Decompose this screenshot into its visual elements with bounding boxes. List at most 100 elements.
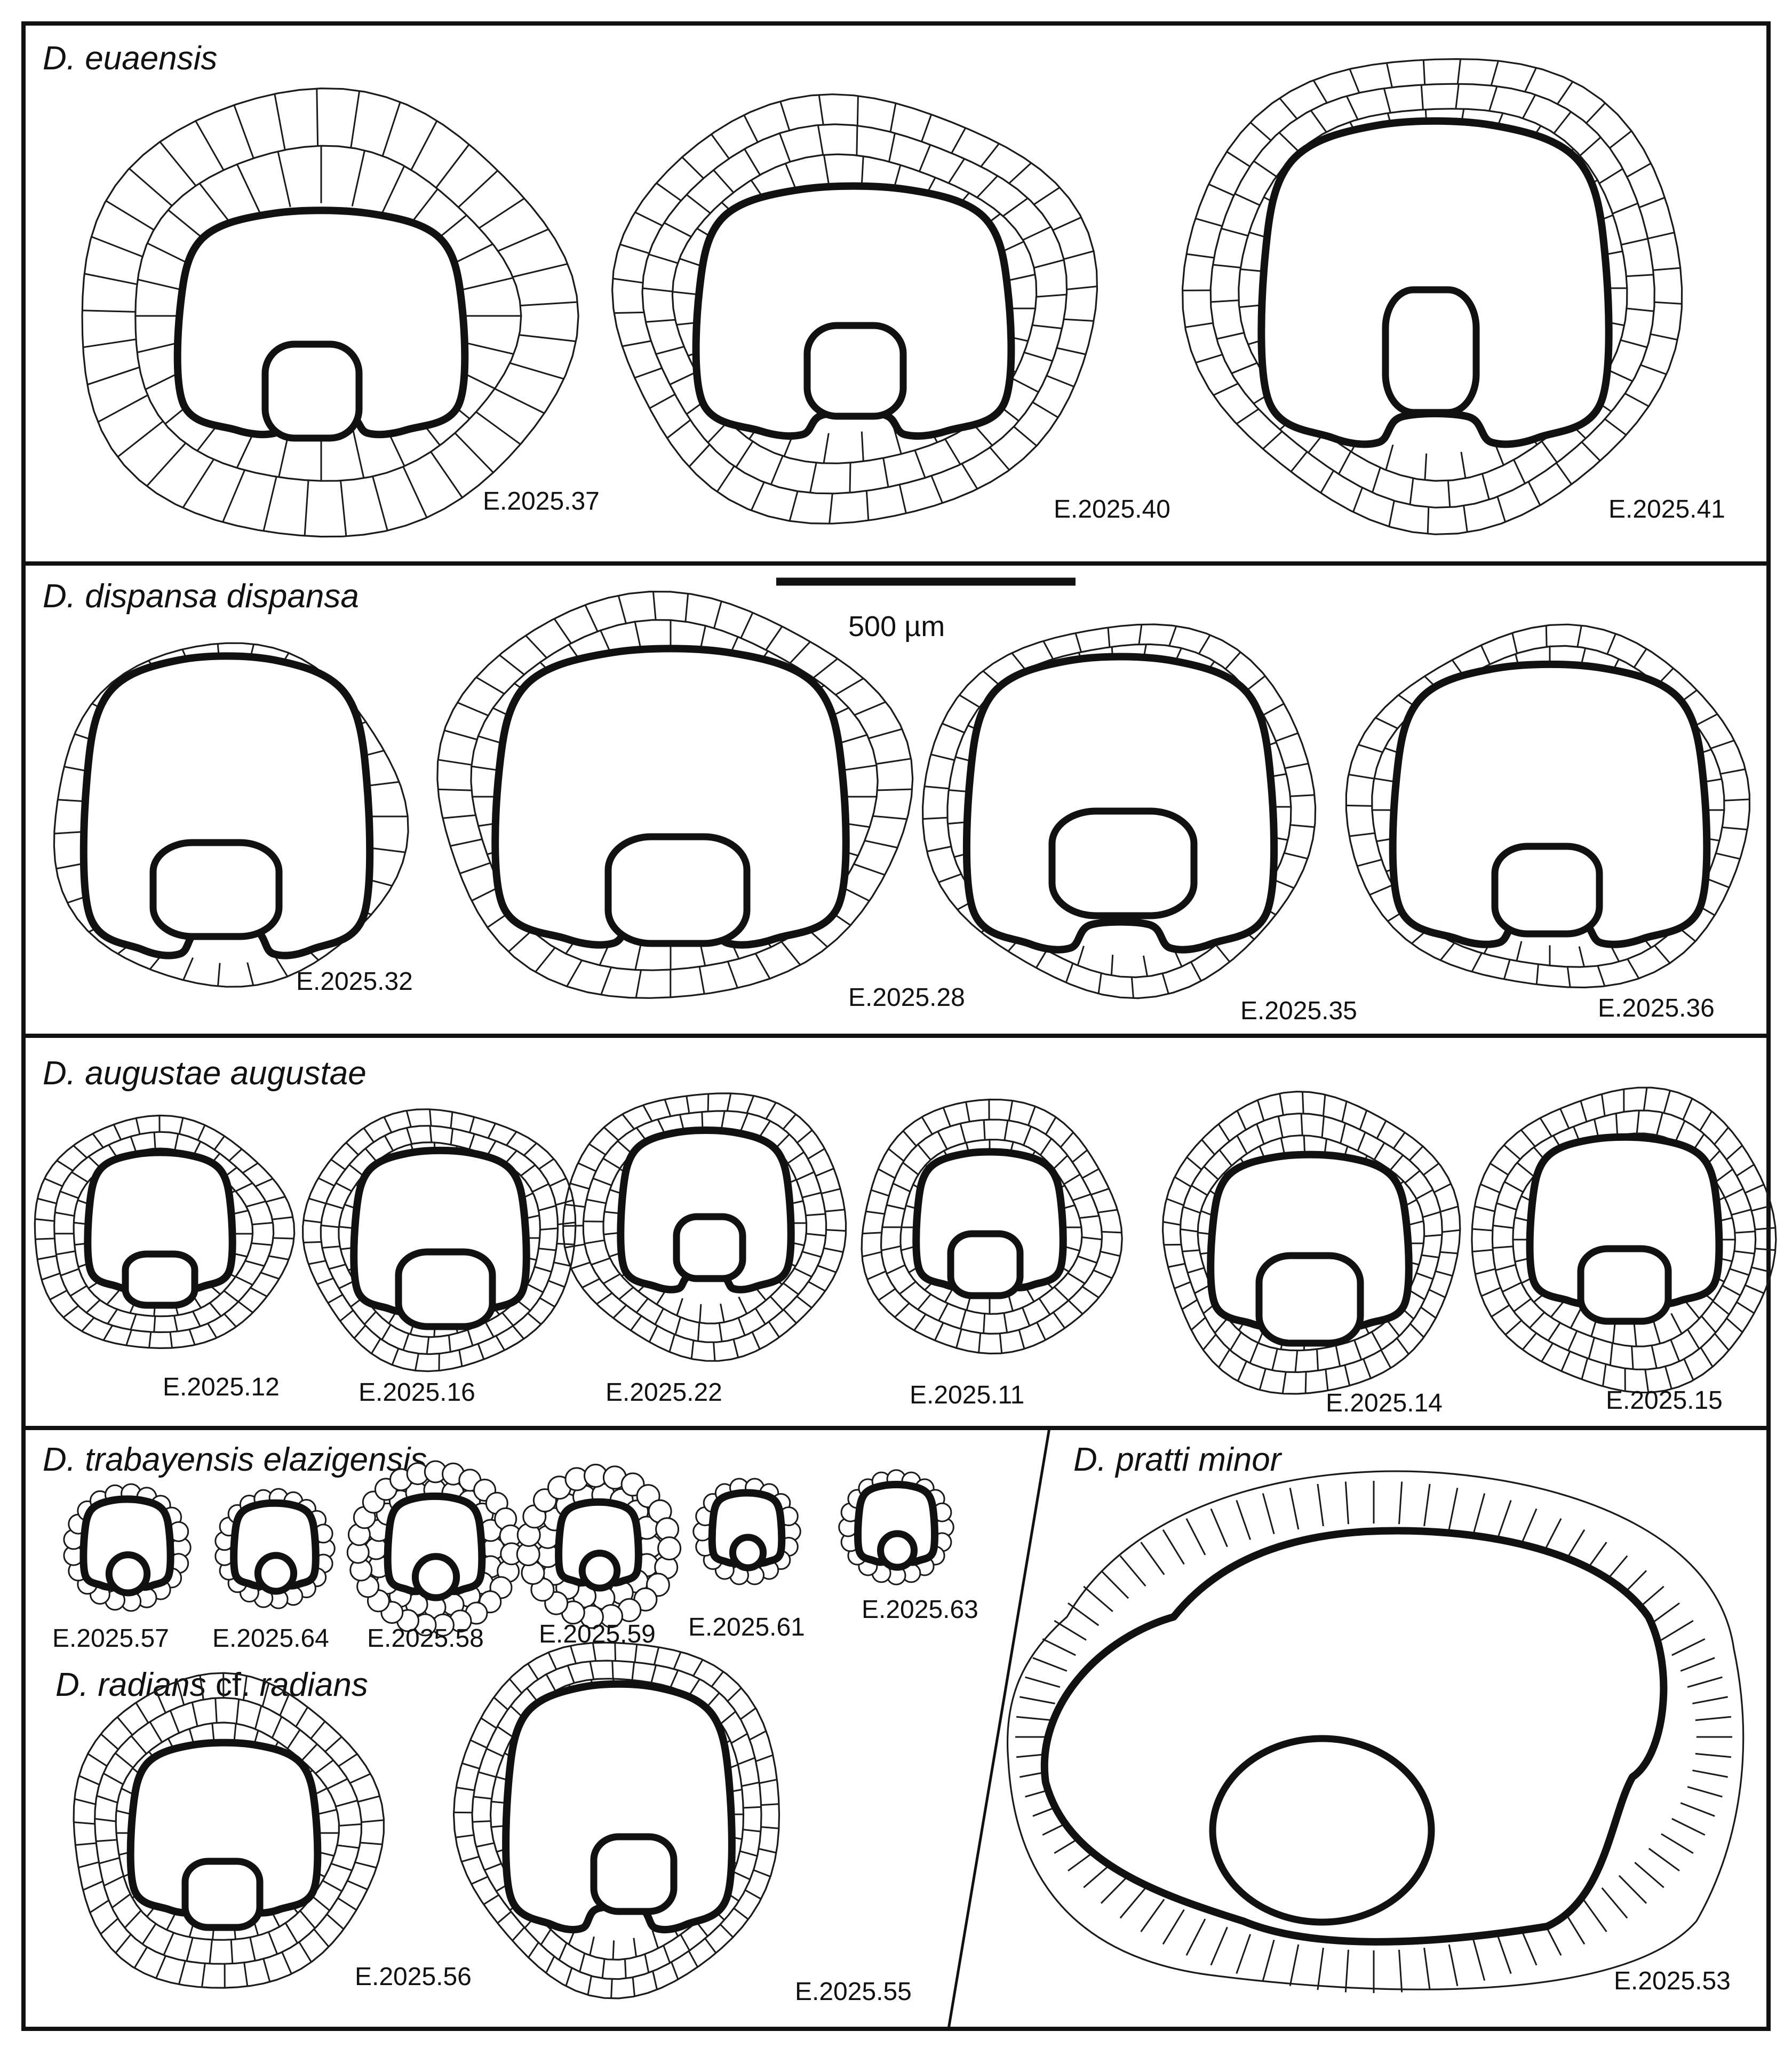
chamber-septum	[1604, 418, 1627, 436]
chamber-septum	[577, 1162, 596, 1172]
chamber-septum	[635, 970, 642, 998]
chamber-septum	[105, 200, 155, 231]
chamber-septum	[130, 1136, 137, 1153]
chamber-septum	[1701, 1315, 1717, 1334]
chamber-septum	[826, 1229, 846, 1232]
chamber-septum	[1312, 80, 1328, 104]
chamber-septum	[235, 1699, 240, 1724]
chamber-septum	[1456, 59, 1462, 84]
chamber-septum	[1685, 1301, 1700, 1319]
proloculus	[149, 839, 283, 940]
chamber-septum	[1100, 1875, 1129, 1904]
proloculus	[254, 1552, 298, 1595]
chamber-septum	[1607, 369, 1633, 382]
chamber-septum	[1647, 232, 1675, 240]
specimen-label-e2025-32: E.2025.32	[296, 967, 413, 996]
chamber-septum	[1675, 1120, 1686, 1142]
chamber-septum	[199, 1675, 204, 1700]
panel-frames	[21, 21, 1771, 2031]
chamber-septum	[169, 1331, 173, 1348]
chamber-septum	[564, 1243, 585, 1249]
chamber-septum	[224, 1313, 237, 1328]
chamber-septum	[113, 1124, 122, 1140]
chamber-septum	[1695, 713, 1718, 726]
chamber-septum	[461, 1762, 480, 1770]
chamber-septum	[471, 1876, 488, 1885]
chamber-septum	[584, 605, 599, 632]
chamber-septum	[633, 1938, 638, 1957]
chamber-septum	[1472, 1940, 1486, 1981]
chamber-septum	[1072, 1149, 1088, 1163]
chamber-septum	[330, 1159, 346, 1170]
chamber-septum	[1357, 1132, 1366, 1152]
chamber-septum	[379, 165, 405, 217]
chamber-septum	[106, 1290, 120, 1305]
chamber-septum	[669, 371, 697, 385]
chamber-septum	[1535, 964, 1539, 985]
chamber-septum	[1496, 1934, 1512, 1974]
chamber-septum	[1447, 480, 1451, 507]
chamber-septum	[497, 1726, 513, 1737]
proloculus	[1491, 843, 1603, 938]
chamber-septum	[825, 1209, 845, 1212]
specimen-e2025-12	[34, 1114, 296, 1350]
chamber-septum	[1472, 1493, 1486, 1534]
chamber-septum	[124, 1910, 142, 1929]
chamber-septum	[1003, 1313, 1008, 1333]
chamber-ring	[1491, 1109, 1757, 1370]
chamber-septum	[758, 1848, 777, 1854]
chamber-septum	[1408, 1146, 1424, 1161]
chamber-septum	[1008, 162, 1032, 184]
chamber-septum	[648, 1325, 658, 1343]
chamber-septum	[944, 439, 961, 465]
chamber-septum	[245, 1260, 265, 1267]
chamber-septum	[1216, 332, 1245, 340]
chamber-septum	[527, 1312, 542, 1325]
chamber-septum	[570, 1183, 590, 1190]
chamber-septum	[277, 151, 291, 208]
chamber-septum	[1236, 1135, 1248, 1154]
chamber-septum	[989, 447, 1010, 471]
chamber-septum	[1522, 1332, 1537, 1351]
chamber-septum	[1349, 68, 1360, 93]
chamber-septum	[103, 1772, 124, 1786]
chamber-septum	[1398, 1949, 1403, 1993]
chamber-septum	[483, 1894, 499, 1906]
specimen-e2025-37	[81, 87, 579, 538]
chamber-septum	[1090, 1187, 1110, 1196]
chamber-septum	[1553, 111, 1572, 134]
chamber-septum	[1376, 1120, 1387, 1139]
chamber-septum	[360, 1842, 383, 1845]
chamber-septum	[759, 1120, 771, 1138]
chamber-septum	[539, 1297, 555, 1308]
specimen-label-e2025-53: E.2025.53	[1614, 1967, 1731, 1995]
chamber-septum	[854, 863, 886, 876]
chamber-septum	[1036, 949, 1048, 969]
chamber-septum	[1734, 1231, 1756, 1234]
chamber-septum	[49, 1289, 68, 1300]
chamber-septum	[612, 1940, 615, 1960]
chamber-septum	[478, 1771, 497, 1778]
proloculus	[578, 1549, 621, 1592]
chamber-septum	[444, 729, 477, 741]
chamber-septum	[56, 1250, 76, 1256]
chamber-septum	[130, 1314, 137, 1330]
chamber-septum	[1290, 451, 1308, 472]
chamber-septum	[1700, 1347, 1714, 1368]
chamber-septum	[1601, 1887, 1628, 1919]
chamber-septum	[1422, 60, 1426, 85]
panel-4-frame	[21, 1426, 1771, 2031]
chamber-septum	[430, 451, 463, 498]
chamber-septum	[797, 1129, 813, 1144]
chamber-septum	[1661, 1620, 1694, 1641]
chamber-septum	[569, 1645, 577, 1664]
chamber-septum	[770, 456, 784, 485]
chamber-septum	[1581, 441, 1601, 462]
chamber-septum	[37, 1197, 57, 1204]
chamber-septum	[600, 967, 612, 995]
chamber-septum	[116, 1716, 133, 1736]
bead-chamber	[657, 1536, 682, 1561]
chamber-septum	[1036, 1322, 1046, 1340]
chamber-septum	[353, 1324, 367, 1339]
specimen-label-e2025-15: E.2025.15	[1606, 1386, 1723, 1415]
